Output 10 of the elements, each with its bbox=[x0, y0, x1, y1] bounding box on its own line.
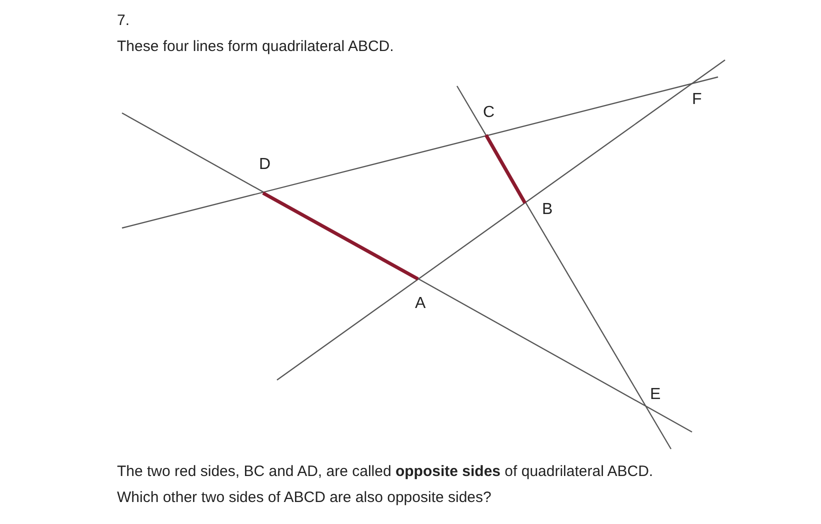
instruction-text: These four lines form quadrilateral ABCD. bbox=[117, 38, 394, 56]
point-label: A bbox=[415, 295, 426, 313]
point-label: F bbox=[692, 91, 702, 109]
question-number: 7. bbox=[117, 12, 130, 30]
point-label: B bbox=[542, 201, 553, 219]
point-label: D bbox=[259, 156, 271, 174]
question-text: The two red sides, BC and AD, are called opposite sides of quadrilateral ABCD. bbox=[117, 463, 654, 481]
point-label: E bbox=[650, 386, 661, 404]
question-text: Which other two sides of ABCD are also opposite sides? bbox=[117, 489, 492, 507]
point-label: C bbox=[483, 104, 495, 122]
